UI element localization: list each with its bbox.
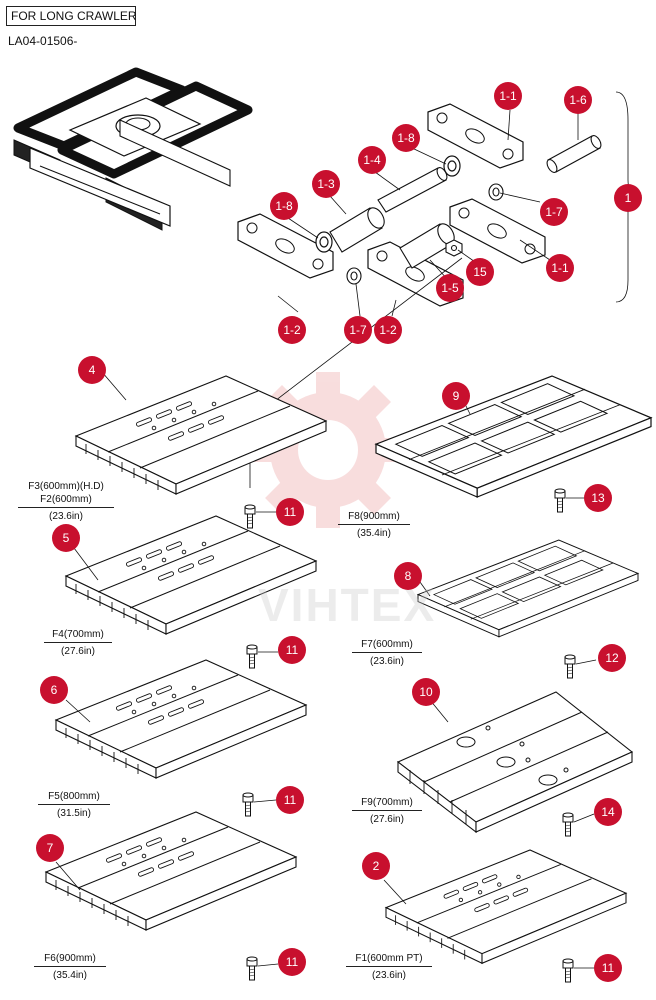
shoe-f5 [55,659,307,817]
caption-f6-line2: (35.4in) [53,970,87,981]
caption-f3-line0: F3(600mm)(H.D) [28,481,104,492]
callout-2: 2 [362,852,390,880]
callout-8: 8 [394,562,422,590]
caption-f6-line1: F6(900mm) [34,952,106,967]
caption-f4-line1: F4(700mm) [44,628,112,643]
callout-7: 7 [36,834,64,862]
callout-4: 4 [78,356,106,384]
caption-f9: F9(700mm) (27.6in) [352,796,422,826]
callout-1-7-bottom: 1-7 [344,316,372,344]
callout-1-2-right: 1-2 [374,316,402,344]
caption-f4: F4(700mm) (27.6in) [44,628,112,658]
callout-1-1-bottom: 1-1 [546,254,574,282]
callout-1-7-right: 1-7 [540,198,568,226]
caption-f3-line2: (23.6in) [49,511,83,522]
callout-1-6: 1-6 [564,86,592,114]
caption-f5: F5(800mm) (31.5in) [38,790,110,820]
callout-1-2-left: 1-2 [278,316,306,344]
shoe-f3-f2 [75,371,327,529]
callout-14: 14 [594,798,622,826]
caption-f3-line1: F2(600mm) [18,493,114,508]
callout-11-a: 11 [276,498,304,526]
callout-11-b: 11 [278,636,306,664]
shoe-f6 [45,811,297,981]
callout-1-8-bottom: 1-8 [270,192,298,220]
callout-1: 1 [614,184,642,212]
crawler-undercarriage [13,67,253,231]
callout-6: 6 [40,676,68,704]
shoe-f9 [396,691,634,837]
caption-f7-line2: (23.6in) [370,656,404,667]
callout-1-5: 1-5 [436,274,464,302]
caption-f8-line1: F8(900mm) [338,510,410,525]
caption-f5-line1: F5(800mm) [38,790,110,805]
callout-1-1-top: 1-1 [494,82,522,110]
shoe-f1 [383,849,627,983]
caption-f7-line1: F7(600mm) [352,638,422,653]
drawing-code: LA04-01506- [8,34,78,48]
callout-11-c: 11 [276,786,304,814]
shoe-f7 [417,539,639,679]
caption-f3-f2: F3(600mm)(H.D) F2(600mm) (23.6in) [18,480,114,523]
callout-1-4: 1-4 [358,146,386,174]
bolt-leaders [253,497,597,969]
caption-f7: F7(600mm) (23.6in) [352,638,422,668]
header-title: FOR LONG CRAWLER [6,6,137,26]
caption-f1: F1(600mm PT) (23.6in) [346,952,432,982]
caption-f6: F6(900mm) (35.4in) [34,952,106,982]
caption-f1-line1: F1(600mm PT) [346,952,432,967]
caption-f9-line1: F9(700mm) [352,796,422,811]
caption-f5-line2: (31.5in) [57,808,91,819]
callout-11-d: 11 [278,948,306,976]
caption-f1-line2: (23.6in) [372,970,406,981]
caption-f8: F8(900mm) (35.4in) [338,510,410,540]
callout-1-3: 1-3 [312,170,340,198]
callout-9: 9 [442,382,470,410]
caption-f9-line2: (27.6in) [370,814,404,825]
shoe-f4 [65,515,317,669]
callout-5: 5 [52,524,80,552]
callout-15: 15 [466,258,494,286]
callout-11-e: 11 [594,954,622,982]
callout-13: 13 [584,484,612,512]
callout-12: 12 [598,644,626,672]
track-link-assembly [237,91,639,317]
caption-f4-line2: (27.6in) [61,646,95,657]
callout-10: 10 [412,678,440,706]
caption-f8-line2: (35.4in) [357,528,391,539]
callout-1-8-top: 1-8 [392,124,420,152]
